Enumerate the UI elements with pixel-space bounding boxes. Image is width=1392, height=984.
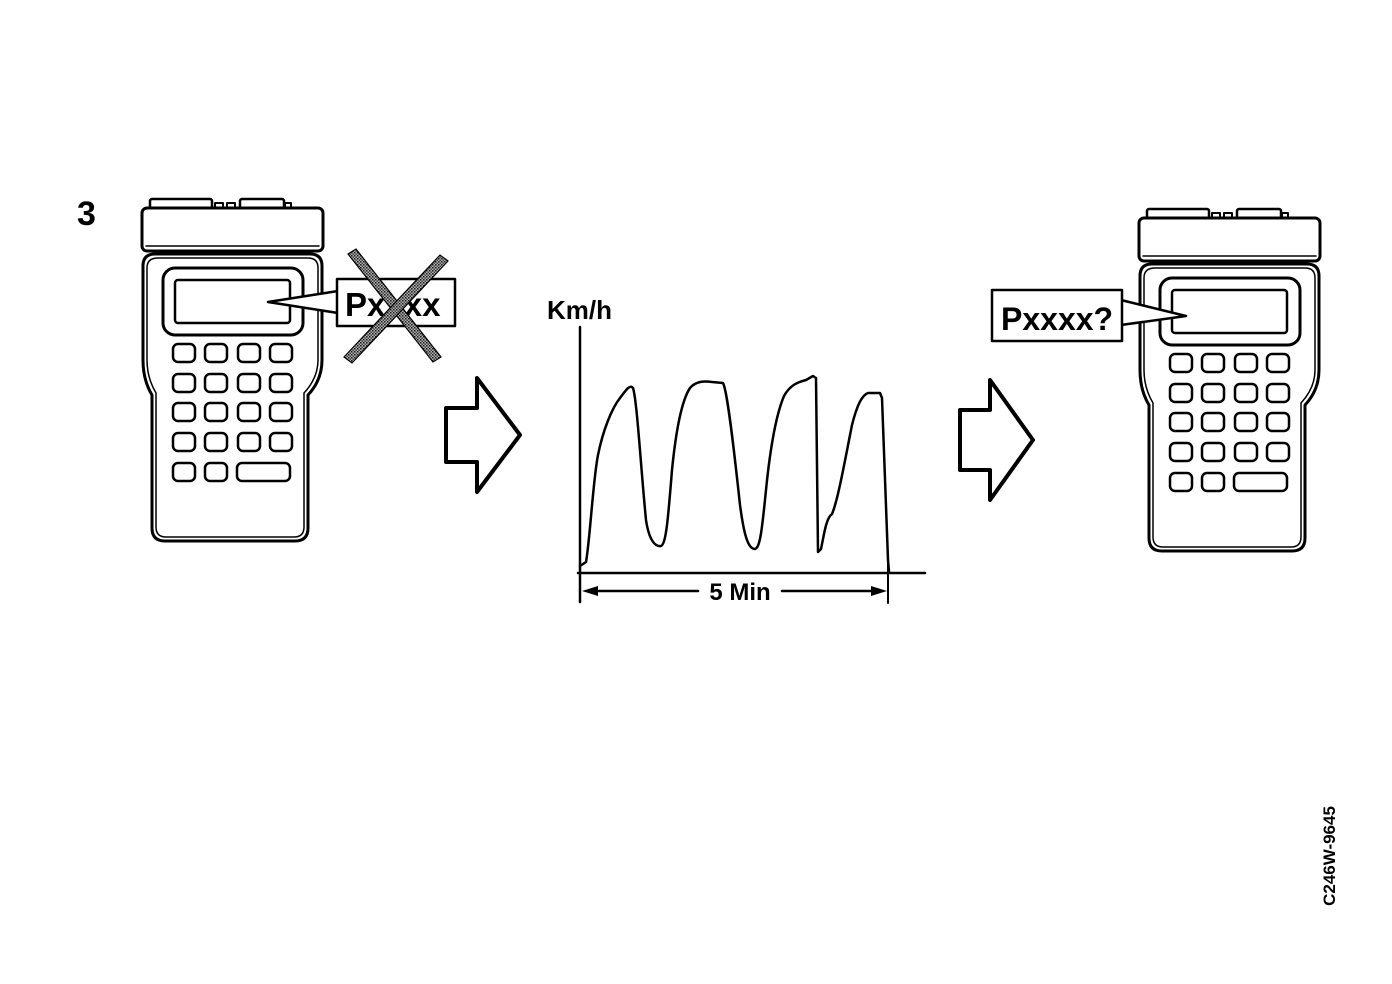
keypad-key	[236, 401, 262, 423]
keypad-key	[1200, 382, 1226, 404]
keypad-key	[236, 372, 262, 394]
keypad-key	[1200, 411, 1226, 433]
keypad-key	[1233, 411, 1259, 433]
keypad-key	[1265, 382, 1291, 404]
tester-display	[1170, 288, 1289, 335]
keypad-key	[171, 342, 197, 364]
keypad-key	[268, 431, 294, 453]
keypad-key	[1200, 471, 1226, 493]
keypad-key	[1200, 441, 1226, 463]
keypad-key	[1233, 382, 1259, 404]
keypad-key	[1265, 411, 1291, 433]
keypad-key	[268, 401, 294, 423]
keypad-key	[1168, 441, 1194, 463]
keypad-key	[203, 401, 229, 423]
tester-connector-block	[1137, 216, 1322, 263]
keypad-key	[1168, 382, 1194, 404]
keypad-key	[236, 342, 262, 364]
tester-keypad	[1168, 352, 1291, 493]
keypad-key	[235, 461, 292, 483]
left-callout: Pxxxx	[266, 248, 457, 364]
keypad-key	[171, 401, 197, 423]
tester-connector-block	[140, 206, 325, 253]
right-arrowhead-icon	[871, 586, 887, 596]
tester-body-inner-edge	[146, 257, 319, 538]
keypad-key	[1200, 352, 1226, 374]
keypad-key	[171, 372, 197, 394]
keypad-key	[171, 461, 197, 483]
keypad-key	[268, 372, 294, 394]
keypad-key	[1233, 352, 1259, 374]
keypad-key	[1265, 352, 1291, 374]
cross-stroke	[343, 254, 449, 364]
cross-out-mark	[343, 248, 449, 364]
keypad-key	[1168, 471, 1194, 493]
left-arrowhead-icon	[582, 586, 598, 596]
keypad-key	[203, 342, 229, 364]
keypad-key	[203, 461, 229, 483]
tester-keypad	[171, 342, 294, 483]
step-number: 3	[77, 195, 96, 233]
y-axis-label: Km/h	[547, 295, 612, 325]
keypad-key	[1233, 441, 1259, 463]
left-tester	[140, 197, 325, 543]
right-arrow-icon	[958, 378, 1035, 502]
duration-label: 5 Min	[709, 579, 770, 606]
callout-query-text: Pxxxx?	[1001, 301, 1113, 337]
right-arrow-icon	[444, 376, 522, 494]
right-callout: Pxxxx?	[990, 288, 1188, 343]
keypad-key	[1168, 352, 1194, 374]
tester-body-inner-edge	[1143, 267, 1316, 548]
keypad-key	[203, 372, 229, 394]
keypad-key	[236, 431, 262, 453]
callout-box	[990, 288, 1124, 343]
keypad-key	[1265, 441, 1291, 463]
figure-code: C246W-9645	[1320, 806, 1339, 906]
keypad-key	[171, 431, 197, 453]
keypad-key	[1232, 471, 1289, 493]
speed-curve	[578, 374, 891, 574]
keypad-key	[1168, 411, 1194, 433]
duration-dimension: 5 Min	[582, 579, 887, 606]
speed-graph: Km/h 5 Min	[547, 295, 927, 606]
keypad-key	[203, 431, 229, 453]
keypad-key	[268, 342, 294, 364]
right-tester	[1137, 207, 1322, 553]
